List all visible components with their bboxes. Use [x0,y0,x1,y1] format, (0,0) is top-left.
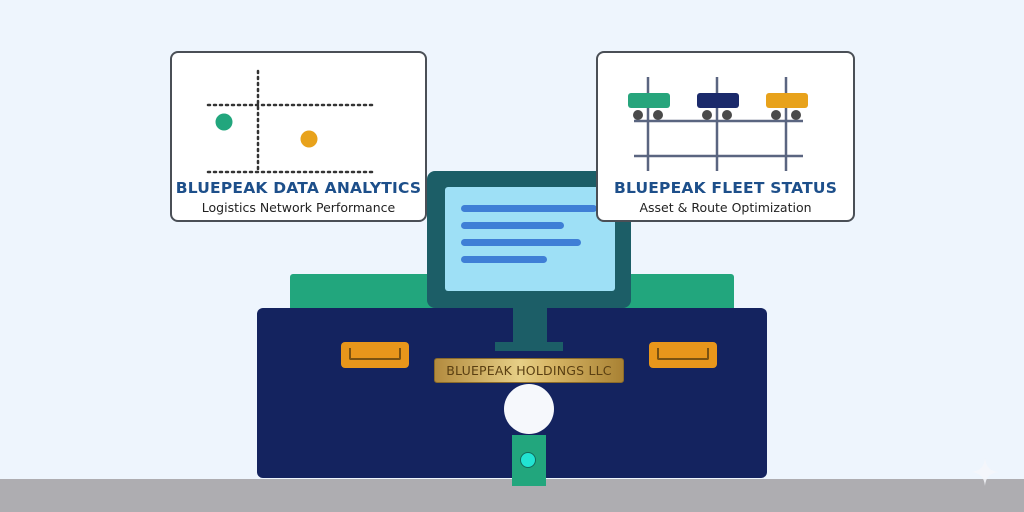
scatter-graphic [206,69,376,175]
screen-text-line [461,222,564,229]
latch-indicator-light [520,452,536,468]
navy-vehicle [697,93,739,108]
green-point [215,113,233,131]
wheel-icon [702,110,712,120]
fleet-card-subtitle: Asset & Route Optimization [639,200,812,215]
right-drawer-handle[interactable] [649,342,717,368]
sparkle-icon [971,458,999,486]
monitor-screen[interactable] [445,187,615,291]
fleet-card[interactable]: BLUEPEAK FLEET STATUS Asset & Route Opti… [596,51,855,222]
wheel-icon [633,110,643,120]
screen-text-line [461,239,581,246]
analytics-card-subtitle: Logistics Network Performance [201,200,396,215]
company-plaque: BLUEPEAK HOLDINGS LLC [434,358,624,383]
green-vehicle [628,93,670,108]
monitor-stand-neck [513,308,547,342]
lock-dial-icon[interactable] [504,384,554,434]
orange-vehicle [766,93,808,108]
orange-point [300,130,318,148]
fleet-card-title: BLUEPEAK FLEET STATUS [613,179,838,197]
wheel-icon [722,110,732,120]
wheel-icon [771,110,781,120]
fleet-graphic [628,77,808,171]
screen-text-line [461,205,597,212]
wheel-icon [653,110,663,120]
left-drawer-handle[interactable] [341,342,409,368]
monitor-stand-foot [495,342,563,351]
screen-text-line [461,256,547,263]
wheel-icon [791,110,801,120]
analytics-card-title: BLUEPEAK DATA ANALYTICS [175,179,422,197]
analytics-card[interactable]: BLUEPEAK DATA ANALYTICS Logistics Networ… [170,51,427,222]
